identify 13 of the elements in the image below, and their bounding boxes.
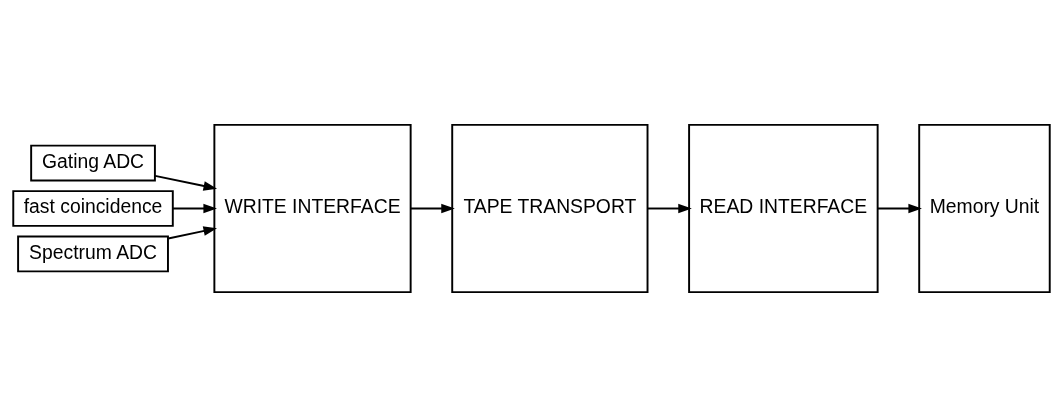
arrow	[646, 203, 692, 214]
arrow	[876, 203, 922, 214]
node-box: TAPE TRANSPORT	[451, 123, 649, 294]
arrow	[171, 203, 217, 214]
node-box: fast coincidence	[12, 190, 174, 227]
arrow	[409, 203, 455, 214]
node-box: READ INTERFACE	[688, 123, 879, 294]
node-box: Spectrum ADC	[17, 235, 169, 273]
node-box: Gating ADC	[30, 144, 156, 182]
arrow	[154, 174, 218, 191]
arrow	[167, 226, 217, 240]
node-box: Memory Unit	[918, 123, 1051, 294]
node-box: WRITE INTERFACE	[213, 123, 412, 294]
